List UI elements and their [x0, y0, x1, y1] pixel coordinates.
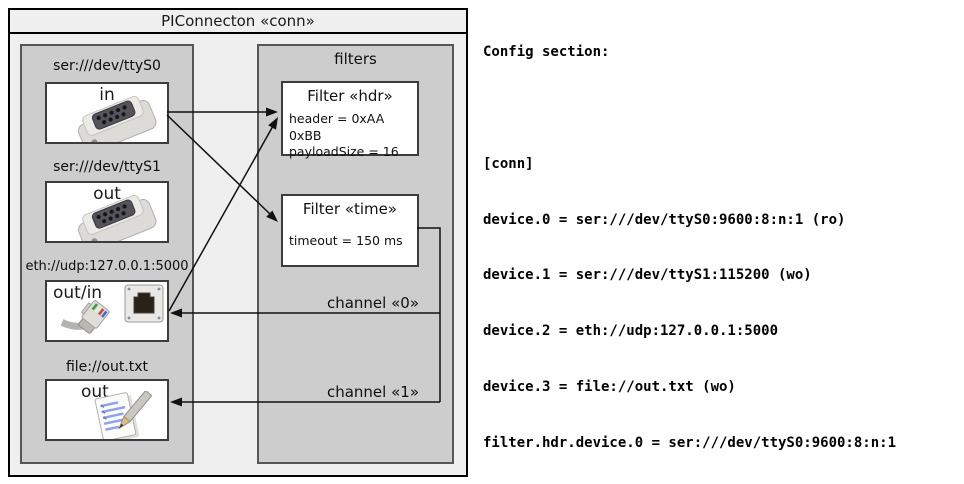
- filter-hdr-title: Filter «hdr»: [307, 87, 393, 105]
- device-direction: out/in: [53, 283, 103, 303]
- device-label-file: file://out.txt: [65, 359, 149, 375]
- file-notepad-icon: [83, 390, 155, 439]
- device-label-ttys0: ser:///dev/ttyS0: [53, 58, 161, 74]
- device-box-eth: out/in: [45, 280, 169, 342]
- filter-property: timeout = 150 ms: [289, 233, 403, 248]
- config-line: filter.hdr.device.0 = ser:///dev/ttyS0:9…: [483, 434, 897, 451]
- config-heading: Config section:: [483, 44, 610, 61]
- filter-time-box: Filter «time» timeout = 150 ms: [281, 194, 419, 267]
- config-line: [conn]: [483, 155, 534, 172]
- device-box-ttys1: out: [45, 181, 169, 243]
- config-blank-line: [483, 99, 904, 118]
- config-line: device.0 = ser:///dev/ttyS0:9600:8:n:1 (…: [483, 211, 846, 228]
- title-separator: [10, 32, 466, 34]
- device-direction: out: [93, 184, 121, 204]
- piconnection-box: PIConnecton «conn» filters ser:///dev/tt…: [8, 8, 468, 477]
- config-line: device.2 = eth://udp:127.0.0.1:5000: [483, 323, 779, 340]
- device-label-eth: eth://udp:127.0.0.1:5000: [25, 259, 189, 274]
- device-label-ttys1: ser:///dev/ttyS1: [53, 159, 161, 175]
- device-box-ttys0: in: [45, 82, 169, 144]
- ethernet-connector-icon: [123, 284, 165, 328]
- device-direction: in: [99, 85, 115, 105]
- serial-connector-icon: [65, 94, 165, 142]
- filters-panel-title: filters: [334, 50, 377, 68]
- filter-property: header = 0xAA 0xBB: [289, 111, 385, 143]
- ethernet-cable-icon: [59, 300, 123, 340]
- config-line: device.3 = file://out.txt (wo): [483, 378, 736, 395]
- serial-connector-icon: [65, 193, 165, 241]
- config-section: Config section: [conn] device.0 = ser://…: [483, 6, 904, 484]
- channel-0-label: channel «0»: [326, 294, 419, 312]
- diagram-title: PIConnecton «conn»: [161, 12, 315, 30]
- filter-time-properties: timeout = 150 ms: [283, 233, 417, 250]
- filter-hdr-properties: header = 0xAA 0xBB payloadSize = 16: [283, 111, 417, 161]
- device-box-file: out: [45, 379, 169, 441]
- filter-property: payloadSize = 16: [289, 144, 399, 159]
- filter-time-title: Filter «time»: [302, 200, 398, 218]
- device-direction: out: [81, 382, 109, 402]
- config-line: device.1 = ser:///dev/ttyS1:115200 (wo): [483, 267, 812, 284]
- channel-1-label: channel «1»: [326, 383, 419, 401]
- filter-hdr-box: Filter «hdr» header = 0xAA 0xBB payloadS…: [281, 81, 419, 159]
